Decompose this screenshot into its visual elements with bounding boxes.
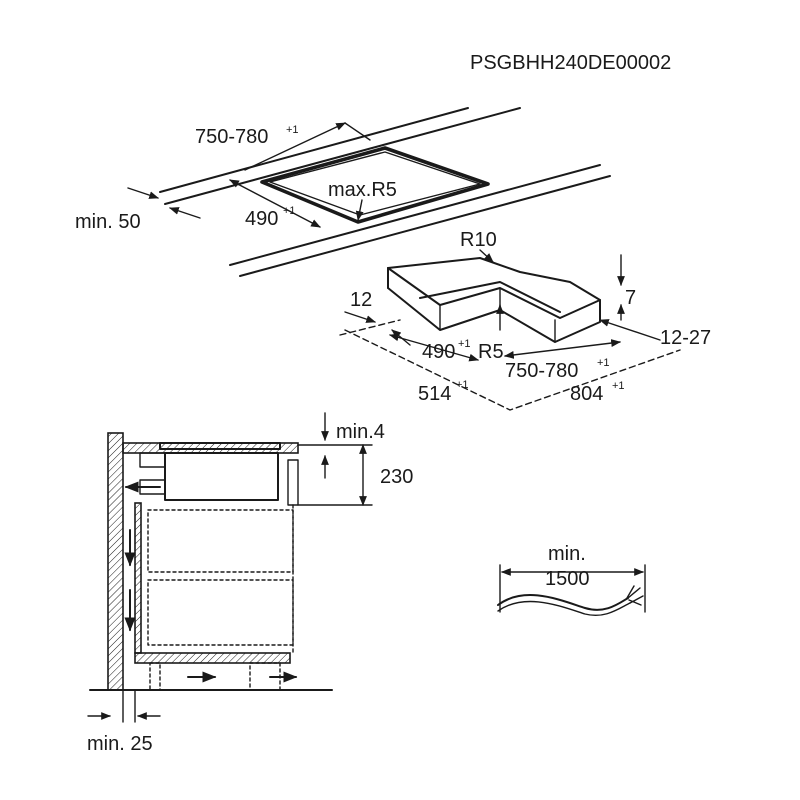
frame-inner-radius-label: R5 — [478, 341, 504, 363]
edge-distance-label: min. 50 — [75, 211, 141, 233]
frame-outer-depth-label: 514 — [418, 383, 451, 405]
power-cable-view — [497, 564, 646, 616]
cabinet-side-view — [87, 412, 373, 723]
cutout-width-label: 750-780 — [195, 126, 268, 148]
cutout-outline — [260, 146, 490, 224]
document-code: PSGBHH240DE00002 — [470, 52, 671, 74]
cutout-width-tolerance: +1 — [286, 124, 299, 136]
cutout-depth-label: 490 — [245, 208, 278, 230]
frame-inner-depth-tolerance: +1 — [458, 338, 471, 350]
cutout-radius-label: max.R5 — [328, 179, 397, 201]
frame-range-label: 12-27 — [660, 327, 711, 349]
frame-outer-width-tolerance: +1 — [612, 380, 625, 392]
frame-corner-view — [339, 249, 681, 411]
worktop-cutout-view — [127, 107, 611, 277]
cable-length-label: 1500 — [545, 568, 590, 590]
frame-inner-width-tolerance: +1 — [597, 357, 610, 369]
cutout-depth-tolerance: +1 — [283, 205, 296, 217]
frame-inner-depth-label: 490 — [422, 341, 455, 363]
cable-icon — [497, 594, 629, 611]
frame-lip-label: 12 — [350, 289, 372, 311]
hob-height-label: 230 — [380, 466, 413, 488]
top-clearance-label: min.4 — [336, 421, 385, 443]
frame-outer-radius-label: R10 — [460, 229, 497, 251]
frame-outer-depth-tolerance: +1 — [456, 379, 469, 391]
frame-thickness-label: 7 — [625, 287, 636, 309]
frame-outer-width-label: 804 — [570, 383, 603, 405]
wall-gap-label: min. 25 — [87, 733, 153, 755]
cable-min-label: min. — [548, 543, 586, 565]
frame-inner-width-label: 750-780 — [505, 360, 578, 382]
